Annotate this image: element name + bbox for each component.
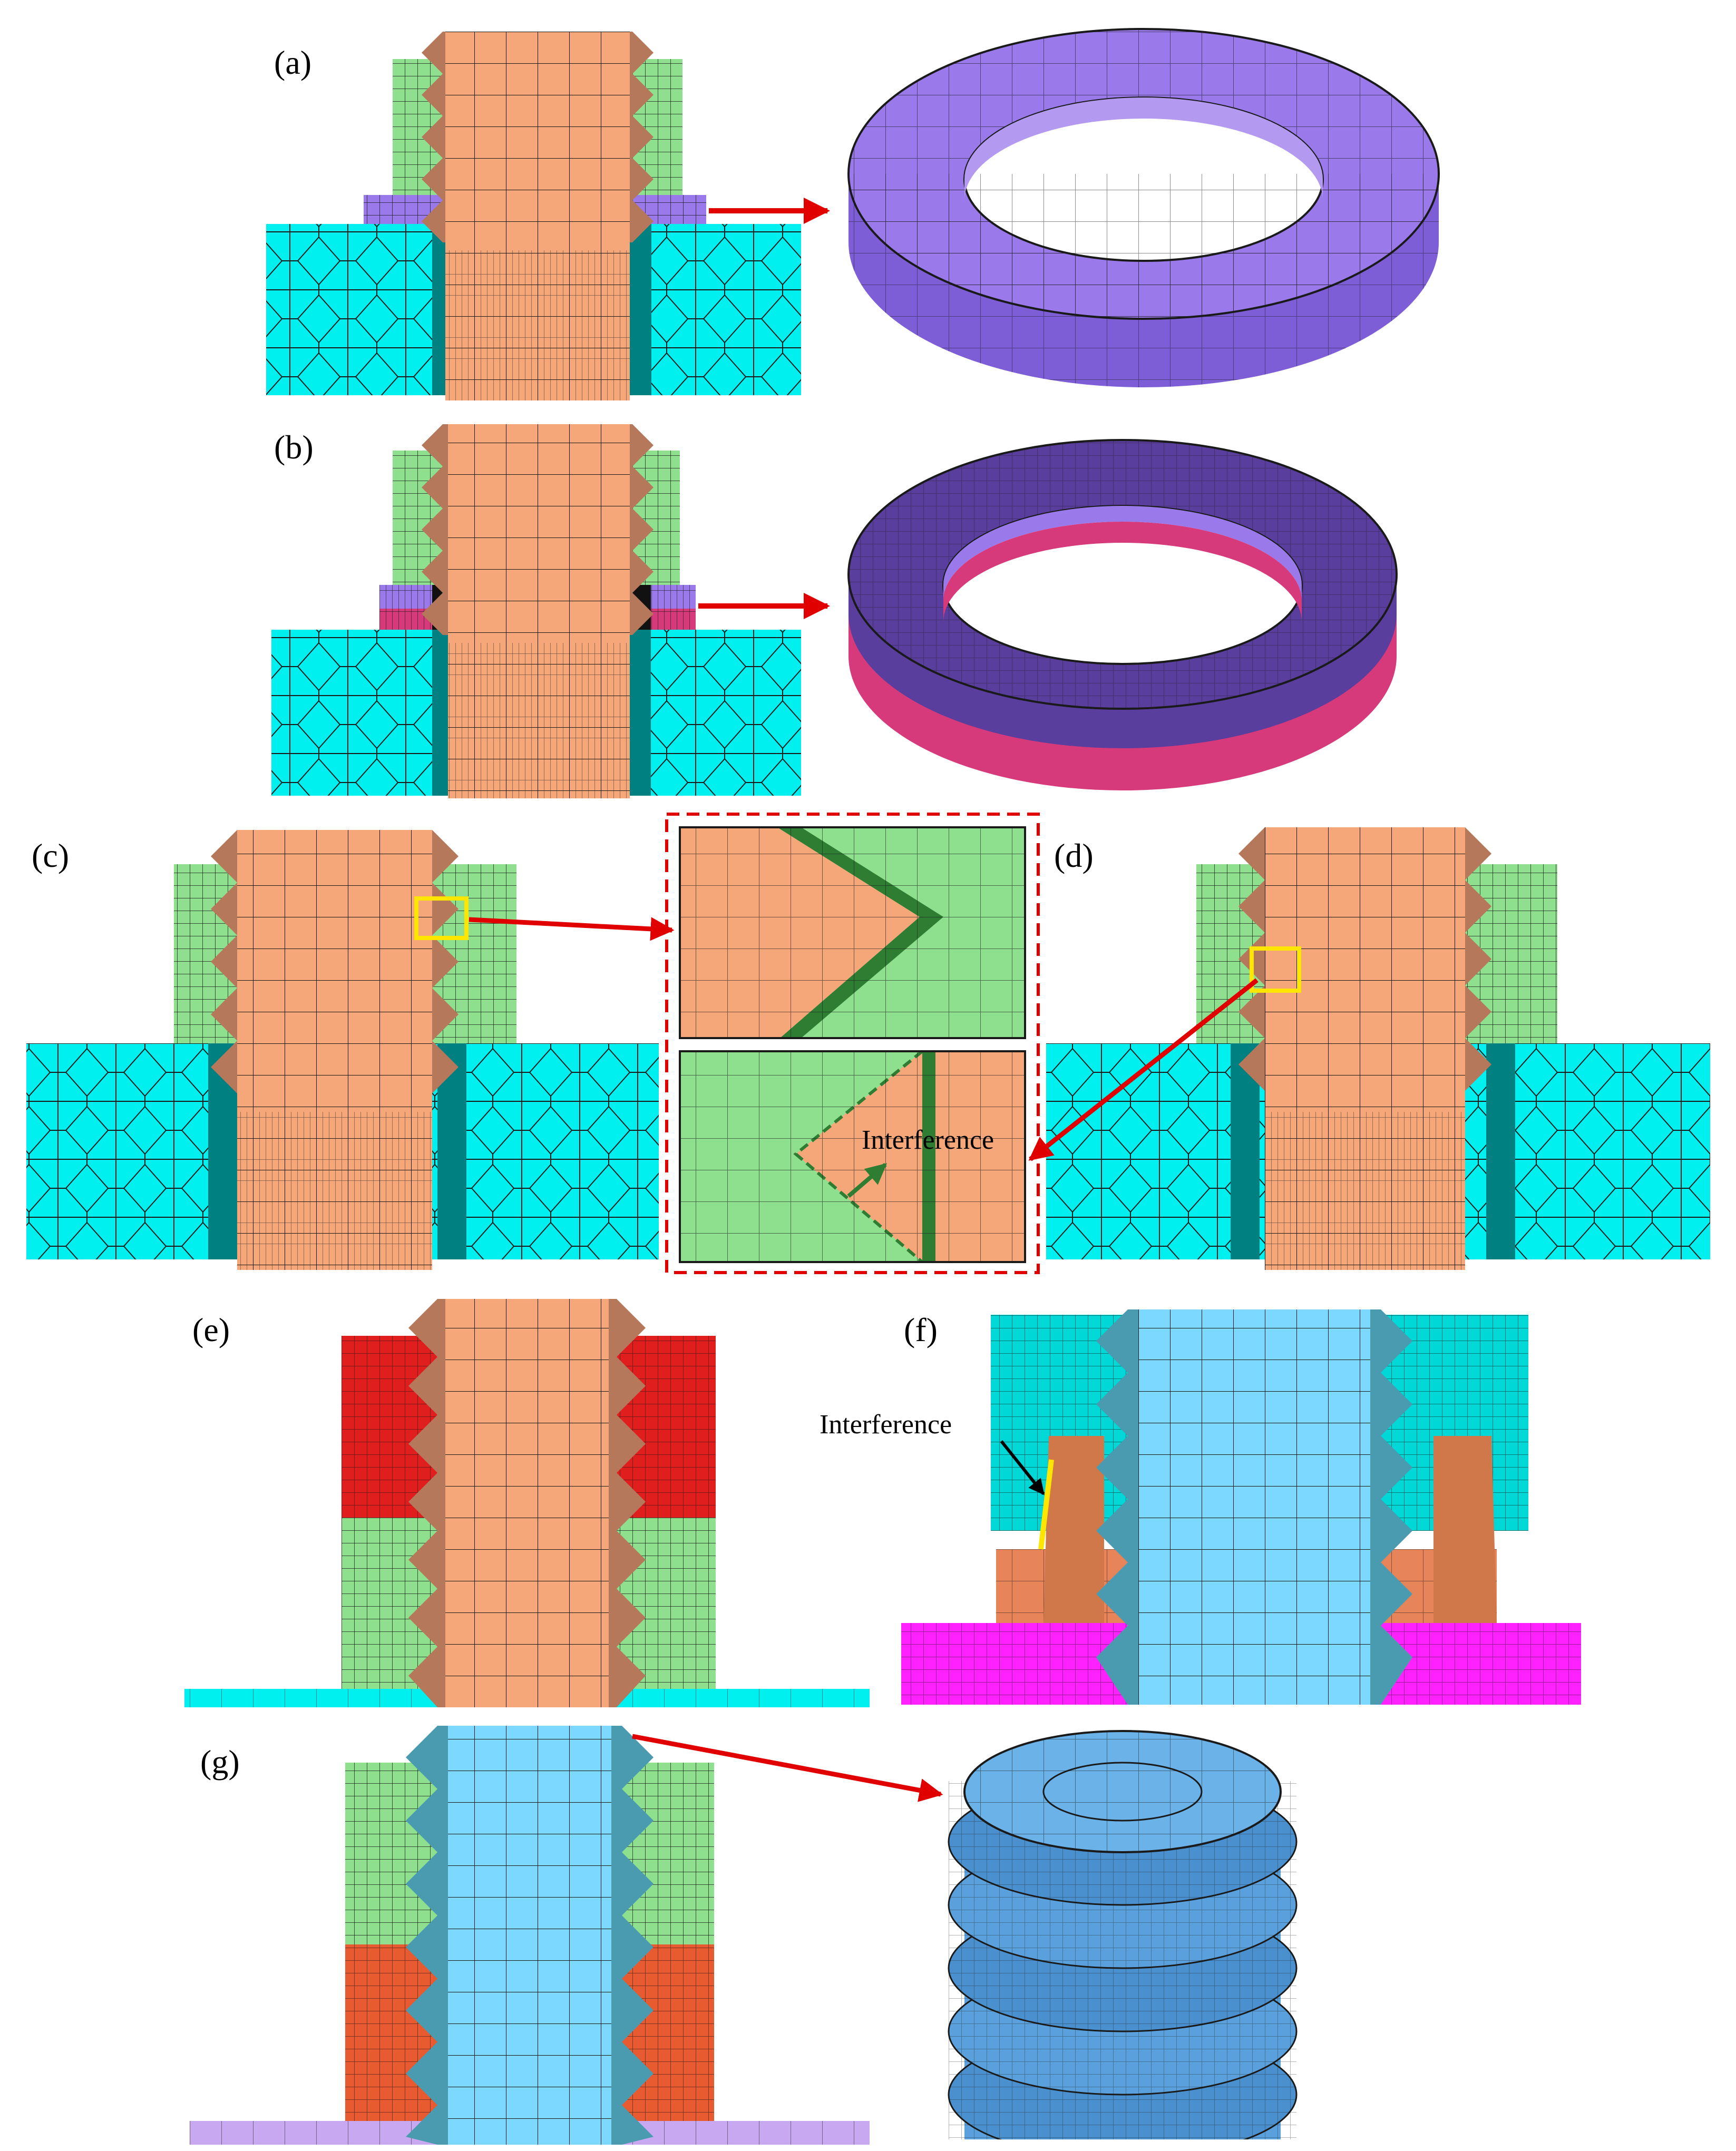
panel-c: (c) — [26, 830, 675, 1270]
panel-e: (e) — [184, 1299, 870, 1707]
panel-label-e: (e) — [192, 1311, 230, 1348]
zoom-insets: Interference — [665, 813, 1040, 1274]
washer-3d-b — [847, 439, 1398, 790]
panel-label-g: (g) — [200, 1743, 240, 1781]
interference-label-f: Interference — [820, 1410, 952, 1440]
panel-b: (b) — [271, 424, 1398, 798]
interference-arrow-inset — [847, 1162, 887, 1198]
panel-label-d: (d) — [1054, 837, 1094, 874]
panel-label-f: (f) — [904, 1311, 938, 1348]
interference-label-inset: Interference — [862, 1125, 994, 1155]
panel-label-c: (c) — [32, 837, 69, 874]
inset-bottom: Interference — [679, 1050, 1026, 1264]
insert-orange-right-f — [1433, 1436, 1497, 1623]
inset-top — [679, 826, 1026, 1039]
washer-3d-a — [847, 28, 1440, 387]
panel-g: (g) — [190, 1726, 1307, 2151]
insert-orange-left-f — [1043, 1436, 1104, 1623]
panel-f: (f) Interference — [820, 1309, 1581, 1705]
panel-label-a: (a) — [274, 44, 311, 81]
arrow-d — [1028, 978, 1259, 1161]
arrow-c — [469, 917, 675, 941]
zoom-box-c — [414, 896, 469, 940]
interference-line-f — [1038, 1459, 1054, 1550]
zoom-box-d — [1250, 946, 1301, 993]
inset-frame — [665, 813, 1040, 1274]
panel-d: (d) — [1028, 827, 1710, 1270]
arrow-g — [632, 1734, 943, 1802]
interference-arrow-f — [1000, 1440, 1045, 1495]
panel-a: (a) — [266, 28, 1440, 400]
screw-3d-g — [938, 1730, 1307, 2151]
panel-label-b: (b) — [274, 428, 314, 466]
